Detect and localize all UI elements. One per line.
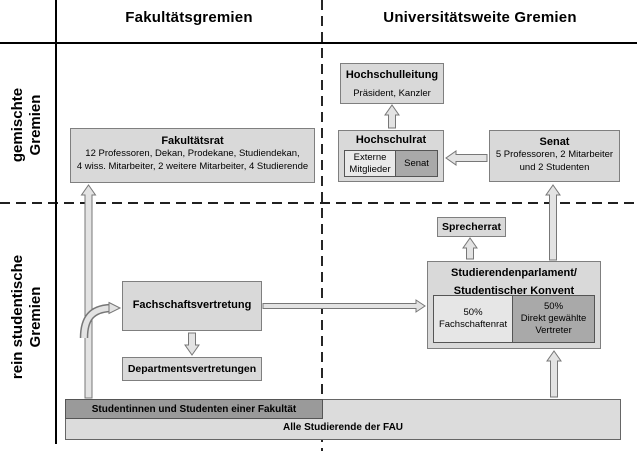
box-detail-line: und 2 Studenten — [519, 161, 590, 173]
box-fachschaftsvertretung: Fachschaftsvertretung — [122, 281, 262, 331]
parlament-subboxes: 50% Fachschaftenrat 50% Direkt gewählte … — [433, 295, 595, 343]
box-detail-line: 4 wiss. Mitarbeiter, 2 weitere Mitarbeit… — [76, 160, 309, 172]
box-title: Hochschulrat — [355, 134, 427, 146]
row-label-line: Gremien — [27, 94, 44, 156]
row-label-line: gemischte — [9, 87, 26, 163]
subbox-externe-mitglieder: Externe Mitglieder — [344, 150, 397, 177]
subbox-percent: 50% — [544, 301, 564, 313]
arrow-branch-to-fachschaft — [81, 305, 111, 339]
bar-alle-studierende-der-fau: Alle Studierende der FAU — [65, 399, 621, 440]
arrow-hochschulrat-to-hochschulleitung — [384, 104, 400, 129]
hochschulrat-subboxes: Externe Mitglieder Senat — [344, 150, 438, 177]
arrow-alle-studierende-to-parlament — [546, 350, 562, 398]
arrow-parlament-to-senat — [545, 184, 561, 261]
arrow-parlament-to-sprecherrat — [462, 237, 478, 260]
row-label-line: Gremien — [27, 286, 44, 348]
row-label-line: rein studentische — [9, 254, 26, 380]
bar-label: Alle Studierende der FAU — [282, 422, 404, 433]
box-title: Fakultätsrat — [161, 135, 224, 147]
subbox-fachschaftenrat: 50% Fachschaftenrat — [433, 295, 514, 343]
box-hochschulrat: Hochschulrat Externe Mitglieder Senat — [338, 130, 444, 182]
box-title: Fachschaftsvertretung — [132, 299, 252, 312]
subbox-percent: 50% — [463, 307, 483, 319]
subbox-direkt-gewaehlte-vertreter: 50% Direkt gewählte Vertreter — [512, 295, 595, 343]
box-title: Departmentsvertretungen — [127, 362, 257, 375]
box-departmentsvertretungen: Departmentsvertretungen — [122, 357, 262, 381]
box-title: Sprecherrat — [442, 220, 501, 233]
bar-label: Studentinnen und Studenten einer Fakultä… — [91, 403, 297, 415]
subbox-label: Direkt gewählte Vertreter — [520, 313, 587, 336]
box-sprecherrat: Sprecherrat — [437, 217, 506, 237]
box-title: Hochschulleitung — [345, 69, 439, 81]
box-studierendenparlament: Studierendenparlament/ Studentischer Kon… — [427, 261, 601, 349]
arrow-students-to-fakultaetsrat — [80, 184, 97, 399]
box-fakultaetsrat: Fakultätsrat 12 Professoren, Dekan, Prod… — [70, 128, 315, 183]
bar-studentinnen-und-studenten-einer-fakultaet: Studentinnen und Studenten einer Fakultä… — [65, 399, 323, 419]
arrow-fachschaft-to-parlament — [262, 299, 426, 313]
box-senat: Senat 5 Professoren, 2 Mitarbeiter und 2… — [489, 130, 620, 182]
column-header-universitaetsweite-gremien: Universitätsweite Gremien — [383, 9, 577, 26]
box-title: Senat — [539, 136, 570, 148]
box-hochschulleitung: Hochschulleitung Präsident, Kanzler — [340, 63, 444, 104]
box-detail-line: 12 Professoren, Dekan, Prodekane, Studie… — [85, 148, 300, 160]
arrow-senat-to-hochschulrat — [445, 150, 488, 166]
box-detail-line: 5 Professoren, 2 Mitarbeiter — [495, 149, 614, 161]
arrow-fachschaft-to-departments — [184, 332, 200, 356]
box-detail-line: Präsident, Kanzler — [353, 88, 431, 100]
box-title: Studentischer Konvent — [453, 285, 575, 298]
subbox-senat-members: Senat — [395, 150, 438, 177]
subbox-label: Fachschaftenrat — [438, 319, 508, 330]
row-label-gemischte-gremien: gemischte Gremien — [9, 40, 47, 210]
box-title: Studierendenparlament/ — [451, 267, 577, 279]
arrow-branch-to-fachschaft-head — [108, 301, 122, 315]
column-header-fakultaetsgremien: Fakultätsgremien — [125, 9, 253, 26]
row-label-rein-studentische-gremien: rein studentische Gremien — [9, 217, 47, 417]
